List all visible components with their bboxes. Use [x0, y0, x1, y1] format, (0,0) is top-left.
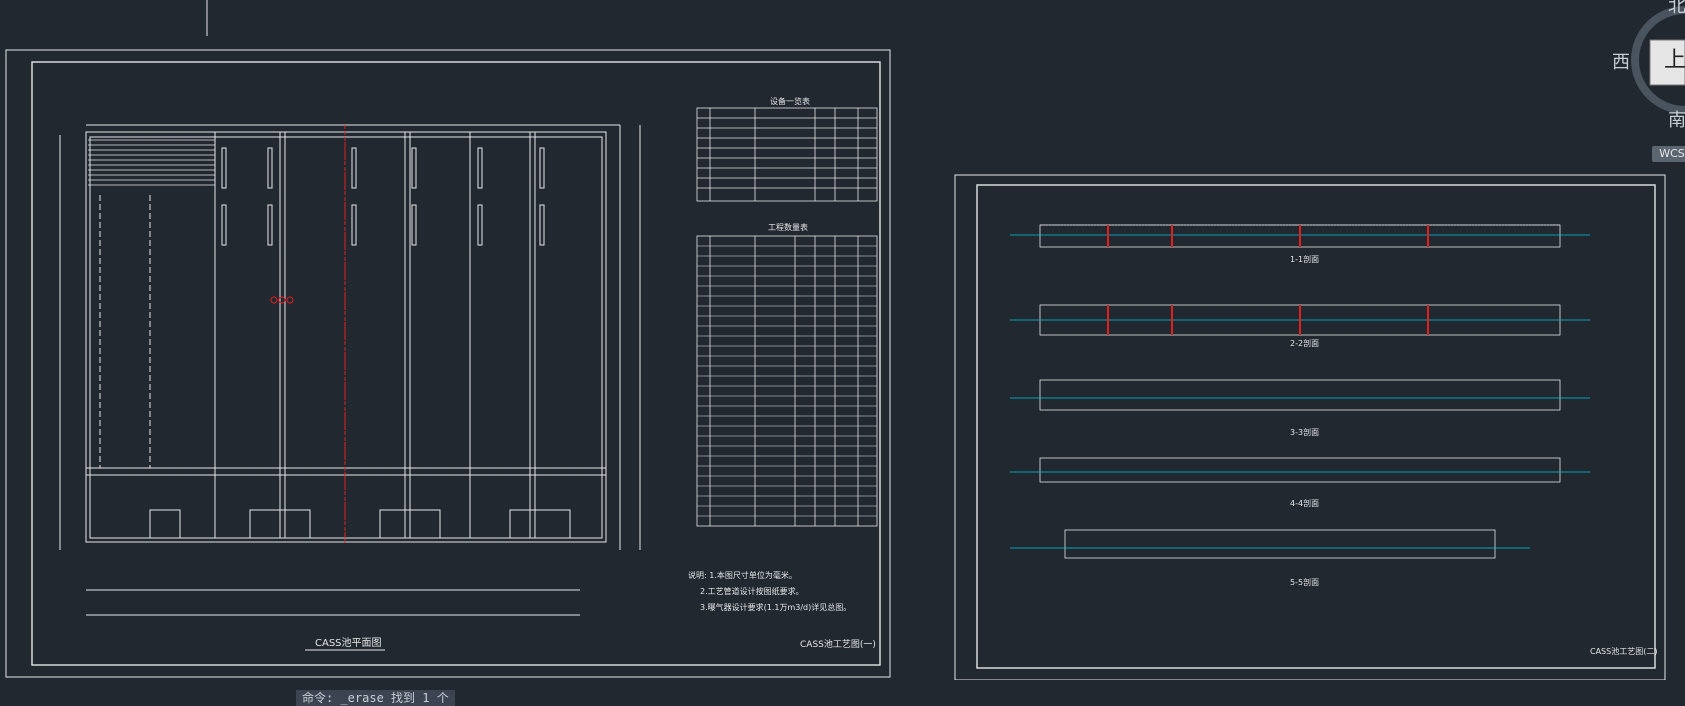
- compass-north: 北: [1668, 0, 1685, 17]
- viewcube[interactable]: [1610, 0, 1685, 170]
- note-line-3: 3.曝气器设计要求(1.1万m3/d)详见总图。: [700, 602, 851, 612]
- compass-west: 西: [1612, 52, 1630, 73]
- equipment-table: [696, 107, 878, 202]
- wcs-button[interactable]: WCS: [1652, 146, 1685, 162]
- sheet2-inner-frame: [976, 184, 1656, 669]
- section-4-label: 4-4剖面: [1290, 498, 1319, 508]
- cass-plan-drawing: [59, 124, 641, 616]
- section-drawings: [1010, 224, 1590, 559]
- drawing-sheet-2[interactable]: 1-1剖面 2-2剖面 3-3剖面 4-4剖面 5-5剖面 CASS池工艺图(二…: [950, 170, 1670, 680]
- section-1-label: 1-1剖面: [1290, 254, 1319, 264]
- section-2-label: 2-2剖面: [1290, 338, 1319, 348]
- note-line-2: 2.工艺管道设计按图纸要求。: [700, 586, 804, 596]
- plan-title: CASS池平面图: [315, 636, 382, 649]
- material-table: [696, 235, 878, 527]
- sheet1-title-block: CASS池工艺图(一): [800, 638, 876, 650]
- command-line[interactable]: 命令: _erase 找到 1 个: [296, 690, 455, 706]
- section-red-markers: [1107, 225, 1429, 335]
- section-3-label: 3-3剖面: [1290, 427, 1319, 437]
- sheet1-outer-frame: [5, 49, 891, 678]
- compass-south: 南: [1668, 110, 1685, 131]
- sheet2-outer-frame: [954, 174, 1666, 680]
- sheet2-title-block: CASS池工艺图(二): [1590, 646, 1657, 656]
- drawing-sheet-1[interactable]: 设备一览表 工程数量表 说明: 1.本图尺寸单位为毫米。 2.工艺管道设计按图纸…: [0, 0, 900, 690]
- viewcube-top-face[interactable]: 上: [1664, 48, 1685, 73]
- equipment-table-title: 设备一览表: [770, 96, 810, 106]
- section-5-label: 5-5剖面: [1290, 577, 1319, 587]
- viewcube-ring-icon: [1631, 6, 1685, 114]
- note-line-1: 说明: 1.本图尺寸单位为毫米。: [688, 570, 797, 580]
- plan-red-valves: [270, 296, 294, 304]
- sheet1-inner-frame: [31, 61, 881, 666]
- material-table-title: 工程数量表: [768, 222, 808, 232]
